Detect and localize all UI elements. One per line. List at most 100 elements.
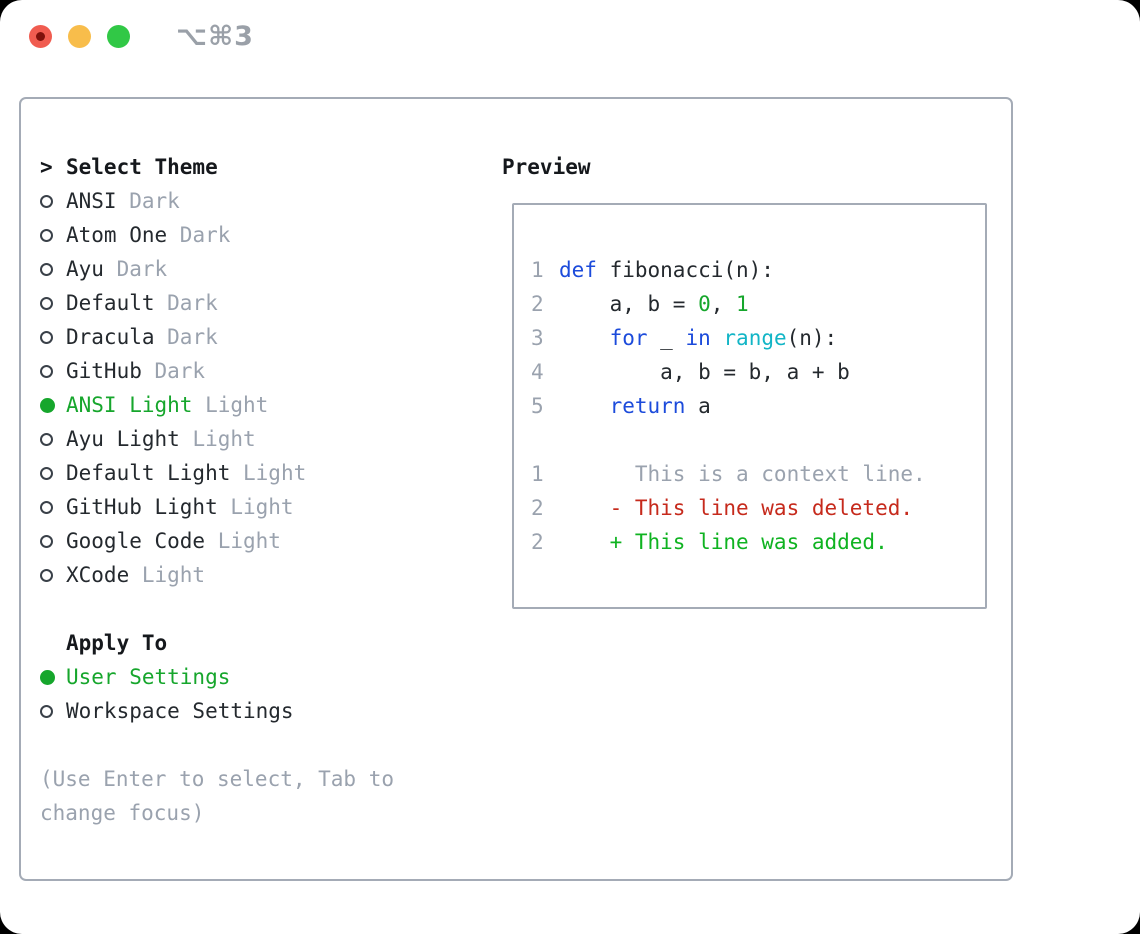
token-plain: fibonacci(n): [596, 258, 774, 282]
theme-name: XCode [66, 563, 130, 587]
diff-text: This is a context line. [559, 462, 926, 486]
select-theme-header: > Select Theme [40, 150, 394, 184]
token-plain: , [710, 292, 737, 316]
window-shortcut-label: ⌥⌘3 [176, 20, 254, 52]
radio-marker [40, 500, 66, 514]
theme-variant: Light [230, 461, 307, 485]
radio-marker [40, 568, 66, 582]
theme-option[interactable]: ANSI Light Light [40, 388, 394, 422]
line-number: 1 [531, 462, 544, 486]
token-fn: range [723, 326, 787, 350]
code-line: 5 return a [531, 389, 985, 423]
theme-option[interactable]: Default Dark [40, 286, 394, 320]
radio-icon [40, 432, 53, 446]
theme-name: GitHub [66, 359, 142, 383]
apply-option[interactable]: User Settings [40, 660, 394, 694]
apply-option[interactable]: Workspace Settings [40, 694, 394, 728]
theme-option[interactable]: Ayu Dark [40, 252, 394, 286]
token-kw: return [609, 394, 686, 418]
radio-icon [40, 194, 53, 208]
apply-option-label: User Settings [66, 665, 231, 689]
minimize-button[interactable] [68, 24, 91, 48]
radio-icon [40, 330, 53, 344]
radio-icon [40, 466, 53, 480]
diff-text: + This line was added. [559, 530, 888, 554]
theme-variant: Light [129, 563, 206, 587]
code-line: 3 for _ in range(n): [531, 321, 985, 355]
radio-marker [40, 466, 66, 480]
theme-variant: Dark [141, 359, 206, 383]
radio-icon [40, 262, 53, 276]
token-plain: a, b = b, a + b [559, 360, 850, 384]
close-dot-icon [36, 31, 45, 41]
token-num: 1 [736, 292, 749, 316]
radio-marker [40, 364, 66, 378]
theme-option[interactable]: ANSI Dark [40, 184, 394, 218]
token-plain: _ [647, 326, 686, 350]
code-line: 2 a, b = 0, 1 [531, 287, 985, 321]
radio-marker [40, 262, 66, 276]
theme-name: ANSI Light [66, 393, 193, 417]
radio-marker [40, 704, 66, 718]
theme-variant: Dark [103, 257, 168, 281]
code-text: a, b = b, a + b [559, 360, 850, 384]
hint-line-2: change focus) [40, 801, 205, 825]
token-plain [559, 394, 610, 418]
select-theme-title: Select Theme [66, 155, 218, 179]
apply-to-header: Apply To [40, 626, 394, 660]
code-text: def fibonacci(n): [559, 258, 774, 282]
radio-icon [40, 364, 53, 378]
apply-option-label: Workspace Settings [66, 699, 294, 723]
theme-variant: Dark [154, 291, 218, 315]
theme-option[interactable]: Atom One Dark [40, 218, 394, 252]
theme-name: Google Code [66, 529, 206, 553]
token-kw: in [685, 326, 711, 350]
theme-variant: Light [217, 495, 294, 519]
radio-icon [40, 704, 53, 718]
line-number: 5 [531, 394, 544, 418]
diff-line-context: 1 This is a context line. [531, 457, 985, 491]
theme-option[interactable]: Default Light Light [40, 456, 394, 490]
spacer [40, 592, 394, 626]
radio-marker [40, 397, 66, 413]
line-number: 2 [531, 292, 544, 316]
line-number: 1 [531, 258, 544, 282]
radio-marker [40, 228, 66, 242]
diff-line-added: 2 + This line was added. [531, 525, 985, 559]
radio-marker [40, 330, 66, 344]
theme-option[interactable]: Google Code Light [40, 524, 394, 558]
spacer [40, 728, 394, 762]
theme-name: Atom One [66, 223, 168, 247]
theme-variant: Light [179, 427, 256, 451]
radio-icon [40, 296, 53, 310]
code-line: 1 def fibonacci(n): [531, 253, 985, 287]
theme-option[interactable]: XCode Light [40, 558, 394, 592]
line-number: 4 [531, 360, 544, 384]
close-button[interactable] [29, 24, 52, 48]
token-kw: def [559, 258, 597, 282]
zoom-button[interactable] [107, 24, 130, 48]
token-plain [711, 326, 724, 350]
radio-marker [40, 669, 66, 685]
radio-selected-icon [40, 669, 55, 685]
token-num: 0 [698, 292, 711, 316]
theme-name: Ayu [66, 257, 104, 281]
radio-marker [40, 296, 66, 310]
theme-option[interactable]: GitHub Dark [40, 354, 394, 388]
radio-selected-icon [40, 397, 55, 413]
line-number: 3 [531, 326, 544, 350]
theme-option[interactable]: Ayu Light Light [40, 422, 394, 456]
theme-option[interactable]: Dracula Dark [40, 320, 394, 354]
titlebar: ⌥⌘3 [0, 0, 1140, 72]
token-plain: (n): [786, 326, 838, 350]
radio-icon [40, 534, 53, 548]
cursor-caret-icon: > [40, 155, 53, 179]
theme-name: Dracula [66, 325, 155, 349]
code-line: 4 a, b = b, a + b [531, 355, 985, 389]
radio-marker [40, 194, 66, 208]
radio-icon [40, 500, 53, 514]
hint-line-1: (Use Enter to select, Tab to [40, 767, 395, 791]
theme-option[interactable]: GitHub Light Light [40, 490, 394, 524]
